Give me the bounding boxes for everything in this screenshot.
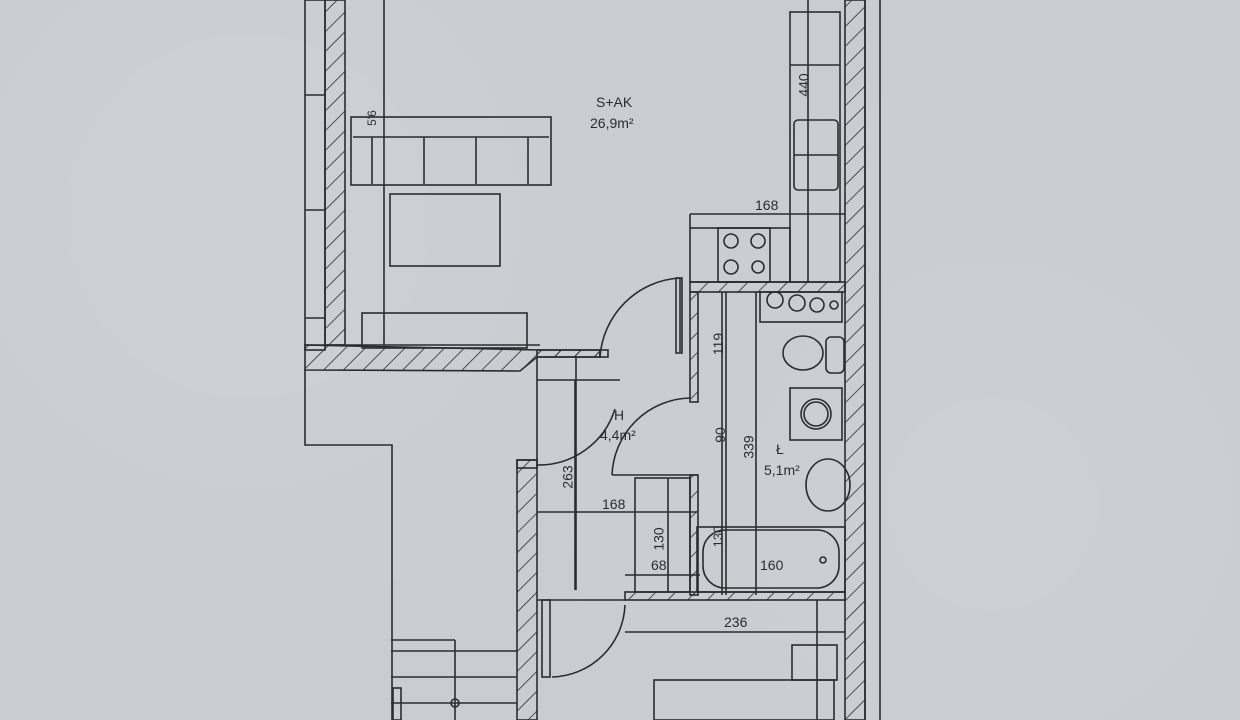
dim-kitchen-length: 440 xyxy=(795,73,812,97)
closet xyxy=(634,477,691,593)
washing-machine xyxy=(789,387,843,441)
room-area-bathroom: 5,1m² xyxy=(764,462,800,478)
dim-kitchen-width: 168 xyxy=(755,197,779,213)
dim-closet-68: 68 xyxy=(651,557,667,573)
hall-left-wall xyxy=(516,459,538,720)
hall-door-swing xyxy=(536,408,616,466)
kitchen-counter xyxy=(689,0,841,283)
dim-bath-339: 339 xyxy=(740,435,757,459)
room-code-bathroom: Ł xyxy=(776,441,784,457)
room-area-hall: 4,4m² xyxy=(600,427,636,443)
room-code-hall: H xyxy=(614,407,625,423)
living-bottom-wall xyxy=(304,344,601,372)
room-code-living: S+AK xyxy=(596,94,633,110)
sink xyxy=(805,458,851,512)
dim-tub-130: 130 xyxy=(710,525,726,548)
dim-bath-90: 90 xyxy=(711,427,728,443)
dim-hall-263: 263 xyxy=(559,465,576,489)
entrance-door-swing xyxy=(599,277,681,358)
dim-living-small: 5'6 xyxy=(364,110,379,126)
dim-closet-130: 130 xyxy=(650,527,667,551)
sofa xyxy=(350,116,552,186)
room-area-living: 26,9m² xyxy=(590,115,634,131)
bathroom-door-swing xyxy=(611,397,691,476)
dim-hall-168: 168 xyxy=(602,496,626,512)
dim-bottom-236: 236 xyxy=(724,614,748,630)
toilet xyxy=(782,335,824,371)
dim-corridor-119: 119 xyxy=(710,332,727,356)
dim-tub-160: 160 xyxy=(760,557,784,573)
left-exterior-wall xyxy=(304,0,346,351)
tv-bench xyxy=(361,312,528,349)
right-exterior-wall xyxy=(844,0,866,720)
coffee-table xyxy=(389,193,501,267)
